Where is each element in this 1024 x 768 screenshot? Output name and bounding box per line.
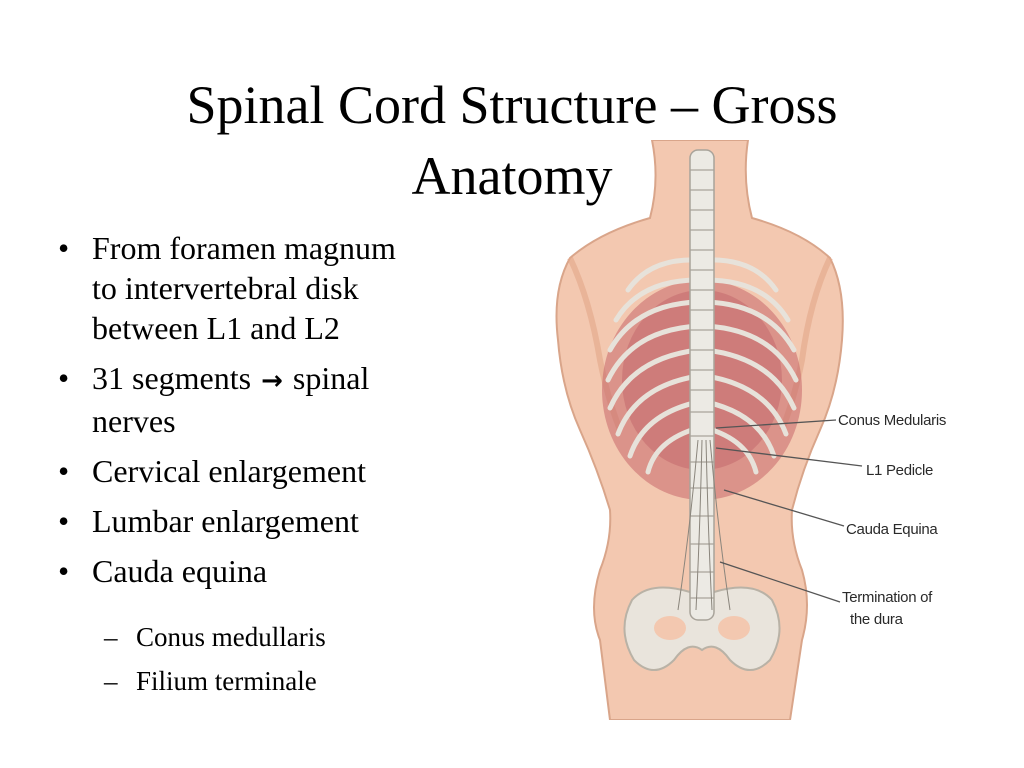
bullet-item: • 31 segments → spinal nerves: [56, 358, 496, 441]
bullet-item: • Cervical enlargement: [56, 451, 496, 491]
bullet-text: nerves: [92, 403, 176, 439]
bullet-item: • From foramen magnum to intervertebral …: [56, 228, 496, 348]
bullet-list: • From foramen magnum to intervertebral …: [56, 228, 496, 601]
sub-bullet-item: – Filium terminale: [104, 662, 484, 700]
right-arrow-icon: →: [261, 366, 283, 396]
callout-l1-pedicle: L1 Pedicle: [866, 462, 933, 479]
bullet-item: • Cauda equina: [56, 551, 496, 591]
bullet-text: From foramen magnum: [92, 230, 396, 266]
callout-termination-dura-2: the dura: [850, 611, 904, 628]
title-line-1: Spinal Cord Structure – Gross: [186, 75, 838, 135]
bullet-text: 31 segments → spinal: [92, 358, 496, 401]
cauda-equina-strands: [677, 439, 731, 611]
slide-title: Spinal Cord Structure – Gross Anatomy: [60, 70, 964, 212]
ribs: [605, 257, 799, 475]
sub-bullet-item: – Conus medullaris: [104, 618, 484, 656]
bullet-glyph: •: [58, 503, 70, 539]
sub-bullet-text: Conus medullaris: [136, 622, 326, 652]
callout-termination-dura-1: Termination of: [842, 589, 933, 606]
bullet-text: to intervertebral disk: [92, 270, 359, 306]
pelvis: [623, 586, 781, 671]
bullet-item: • Lumbar enlargement: [56, 501, 496, 541]
spine-illustration: Conus Medularis L1 Pedicle Cauda Equina …: [540, 140, 1024, 720]
sub-bullet-glyph: –: [104, 622, 118, 652]
title-line-2: Anatomy: [411, 146, 613, 206]
back-anatomy-drawing: Conus Medularis L1 Pedicle Cauda Equina …: [555, 140, 946, 720]
bullet-text: between L1 and L2: [92, 310, 340, 346]
bullet-text-part: spinal: [292, 360, 370, 396]
callout-cauda-equina: Cauda Equina: [846, 521, 938, 538]
sub-bullet-glyph: –: [104, 666, 118, 696]
bullet-glyph: •: [58, 453, 70, 489]
sub-bullet-text: Filium terminale: [136, 666, 317, 696]
bullet-glyph: •: [58, 553, 70, 589]
bullet-glyph: •: [58, 360, 70, 396]
bullet-glyph: •: [58, 230, 70, 266]
callout-lines: [715, 419, 863, 603]
bullet-text: Lumbar enlargement: [92, 503, 359, 539]
bullet-text: Cauda equina: [92, 553, 268, 589]
sub-bullet-list: – Conus medullaris – Filium terminale: [104, 618, 484, 706]
bullet-text-part: 31 segments: [92, 360, 252, 396]
callout-conus-medularis: Conus Medularis: [838, 412, 946, 429]
spinal-column: [689, 149, 715, 621]
bullet-text: Cervical enlargement: [92, 453, 366, 489]
